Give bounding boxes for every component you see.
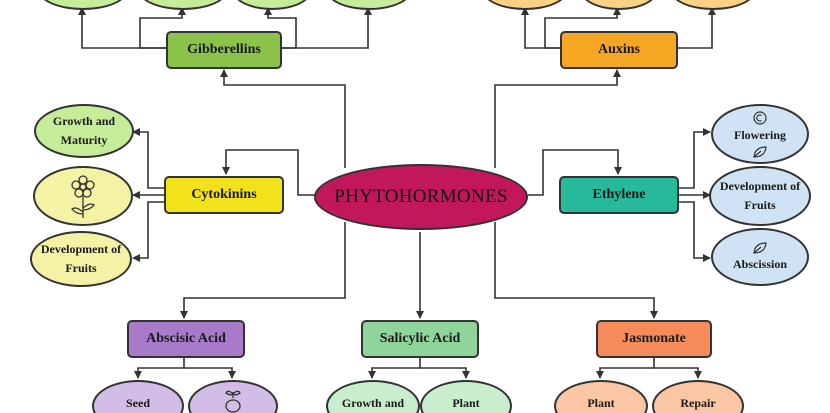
jasmonate-label: Jasmonate	[622, 331, 686, 346]
gibberellins-label: Gibberellins	[187, 42, 261, 57]
cytokinins-effect-growth: Growth and Maturity	[34, 104, 134, 158]
line-center-jasmonate	[494, 222, 658, 319]
line-eth-oval-1	[677, 128, 711, 189]
flower-icon	[71, 175, 95, 218]
line-cyto-oval-1	[132, 128, 166, 189]
seed-icon	[225, 390, 241, 413]
ethylene-effect-1-stack: Flowering	[734, 110, 786, 159]
cytokinins-label: Cytokinins	[191, 187, 257, 202]
line-eth-oval-3	[677, 201, 711, 262]
line-center-gibberellins	[220, 69, 346, 168]
abscisic-acid-label: Abscisic Acid	[146, 331, 226, 346]
center-label: PHYTOHORMONES	[334, 186, 508, 207]
ethylene-effect-1-label: Flowering	[734, 127, 786, 142]
cytokinins-effect-development: Development of Fruits	[30, 231, 132, 287]
line-gib-oval-1	[78, 7, 168, 49]
line-center-abscisic	[180, 222, 346, 319]
auxins-box: Auxins	[560, 31, 678, 69]
line-center-ethylene	[528, 149, 622, 196]
abscisic-acid-box: Abscisic Acid	[127, 320, 245, 358]
jasmonate-box: Jasmonate	[596, 320, 712, 358]
sun-icon	[753, 110, 767, 125]
line-aux-oval-3	[676, 7, 716, 49]
leaf-icon	[753, 241, 767, 254]
ethylene-effect-abscission: Abscission	[711, 228, 809, 286]
jasmonate-effect-2-label: Repair	[680, 396, 716, 410]
jasmonate-effect-1-label: Plant	[587, 396, 615, 410]
cytokinins-effect-3-label: Development of Fruits	[40, 242, 122, 275]
salicylic-acid-box: Salicylic Acid	[361, 320, 479, 358]
cytokinins-box: Cytokinins	[164, 176, 284, 214]
line-sal-oval-2	[420, 367, 470, 379]
line-center-auxins	[494, 69, 621, 168]
ethylene-effect-2-label: Development of Fruits	[719, 179, 801, 212]
auxins-label: Auxins	[597, 42, 641, 57]
salicylic-effect-2-label: Plant	[452, 396, 480, 410]
ethylene-effect-3-label: Abscission	[732, 256, 788, 271]
ethylene-label: Ethylene	[592, 187, 646, 202]
ethylene-box: Ethylene	[559, 176, 679, 214]
ethylene-effect-development: Development of Fruits	[709, 166, 811, 226]
line-gib-oval-2	[139, 7, 186, 49]
line-jas-oval-2	[654, 367, 702, 379]
leaf-icon	[753, 145, 767, 158]
line-cyto-oval-3	[132, 201, 166, 262]
ethylene-effect-flowering: Flowering	[711, 104, 809, 164]
line-aux-oval-2	[544, 7, 621, 49]
line-gib-oval-4	[280, 7, 372, 49]
line-jas-oval-1	[596, 358, 655, 379]
line-abs-oval-1	[134, 358, 185, 379]
gibberellins-box: Gibberellins	[166, 31, 282, 69]
salicylic-acid-label: Salicylic Acid	[379, 331, 461, 346]
cytokinins-effect-flower	[33, 166, 133, 226]
salicylic-effect-1-label: Growth and	[341, 396, 405, 410]
line-aux-oval-1	[521, 7, 562, 49]
line-sal-oval-1	[368, 358, 421, 379]
cytokinins-effect-1-label: Growth and Maturity	[52, 114, 116, 147]
abscisic-effect-1-label: Seed	[126, 396, 150, 410]
line-center-cytokinins	[222, 149, 318, 196]
ethylene-effect-3-stack: Abscission	[733, 241, 787, 274]
line-abs-oval-2	[184, 367, 236, 379]
phytohormones-center: PHYTOHORMONES	[314, 164, 528, 230]
